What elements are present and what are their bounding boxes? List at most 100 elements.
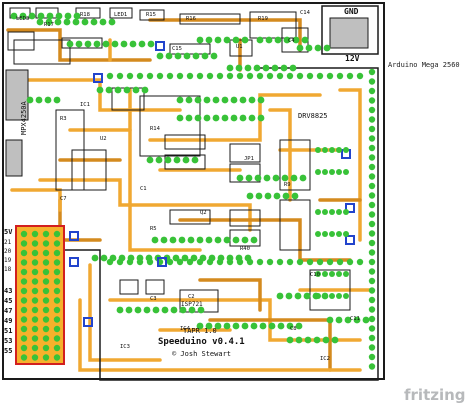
double-header-pin [42, 344, 50, 352]
pad [146, 156, 154, 164]
pad [221, 96, 229, 104]
drv-driver-label: DRV8825 [298, 112, 328, 120]
pad [223, 322, 231, 330]
double-header-pin [53, 306, 61, 314]
resistor-pad [343, 147, 349, 153]
header-pin [196, 258, 204, 266]
board-outline [2, 2, 385, 380]
trace [38, 178, 252, 232]
pad [152, 306, 160, 314]
pad [232, 36, 240, 44]
double-header-pin [20, 287, 28, 295]
header-pin [368, 154, 376, 161]
pad [210, 52, 218, 60]
header-pin [196, 72, 204, 80]
double-header-pin [31, 297, 39, 304]
double-header-pin [53, 297, 61, 304]
pad [265, 36, 273, 44]
pad [194, 96, 202, 104]
pad [156, 52, 164, 60]
pad [183, 52, 191, 60]
v12-label: 12V [345, 54, 360, 63]
part-outline [13, 39, 71, 65]
part-ref: R18 [80, 12, 90, 18]
part-ref: R15 [146, 12, 156, 18]
header-pin [146, 72, 154, 80]
pad [214, 36, 222, 44]
fritzing-logo: fritzing [404, 386, 466, 404]
pad [290, 174, 298, 182]
pad [55, 12, 63, 20]
resistor-pad [329, 231, 335, 237]
pad [91, 254, 99, 262]
double-header-pin [42, 306, 50, 314]
double-header-pin [20, 249, 28, 257]
pad [272, 174, 280, 182]
part-ref: IC4 [180, 326, 191, 332]
double-header-pin [53, 249, 61, 257]
header-pin [296, 258, 304, 266]
header-pin [246, 258, 254, 266]
pad [226, 64, 234, 72]
trace [128, 88, 202, 252]
header-pin [126, 72, 134, 80]
pad [232, 236, 240, 244]
double-header-pin [20, 316, 28, 323]
pad [301, 36, 309, 44]
pad [84, 40, 92, 48]
header-pin [296, 72, 304, 80]
header-pin [136, 258, 144, 266]
header-pin [276, 72, 284, 80]
pin-number: 43 [4, 287, 12, 295]
pad [344, 316, 352, 324]
square-pad [157, 257, 167, 267]
power-terminal [321, 5, 379, 55]
pad [75, 40, 83, 48]
header-pin [256, 258, 264, 266]
header-pin [368, 163, 376, 171]
pad [230, 96, 238, 104]
header-pin [166, 258, 174, 266]
pad [197, 306, 205, 314]
pad [257, 114, 265, 122]
pad [196, 322, 204, 330]
resistor-pad [315, 147, 321, 153]
header-pin [246, 72, 254, 80]
header-pin [368, 173, 376, 180]
header-pin [368, 363, 376, 370]
pad [285, 292, 293, 300]
double-header-pin [20, 335, 28, 342]
pad [170, 306, 178, 314]
pad [10, 12, 18, 20]
pad [19, 12, 27, 20]
part-ref: U1 [236, 44, 243, 50]
pad [172, 254, 180, 262]
pad [54, 18, 62, 26]
header-pin [216, 258, 224, 266]
resistor-pad [336, 271, 342, 277]
double-header-pin [31, 230, 39, 238]
pad [35, 96, 43, 104]
double-header-pin [53, 344, 61, 352]
pad [241, 236, 249, 244]
resistor-pad [322, 209, 328, 215]
header-pin [166, 72, 174, 80]
pad [205, 322, 213, 330]
pad [326, 316, 334, 324]
part-outline [229, 229, 261, 247]
double-header-pin [53, 354, 61, 361]
double-header-pin [20, 240, 28, 247]
part-outline [169, 209, 211, 225]
pad [176, 96, 184, 104]
pad [291, 192, 299, 200]
pad [160, 236, 168, 244]
header-pin [368, 220, 376, 228]
pad [187, 236, 195, 244]
double-header-pin [42, 354, 50, 361]
pad [214, 322, 222, 330]
pad [295, 336, 303, 344]
pad [273, 192, 281, 200]
pad [255, 192, 263, 200]
header-pin [368, 325, 376, 332]
